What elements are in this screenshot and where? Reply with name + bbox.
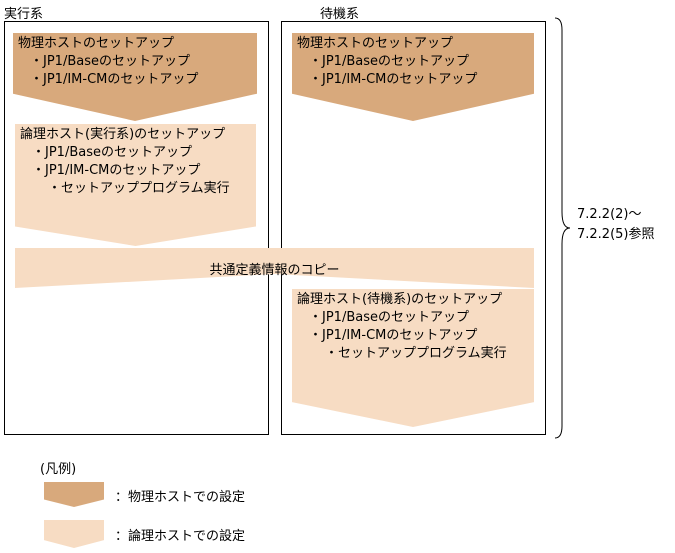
active-logical-title: 論理ホスト(実行系)のセットアップ — [20, 127, 226, 142]
standby-physical-item-imcm: ・JP1/IM-CMのセットアップ — [309, 72, 478, 87]
active-column-title: 実行系 — [4, 7, 44, 22]
legend-logical-swatch — [44, 520, 104, 548]
reference-note: 7.2.2(2)～ 7.2.2(5)参照 — [577, 205, 655, 245]
standby-column-title: 待機系 — [320, 7, 360, 22]
standby-physical-item-base: ・JP1/Baseのセットアップ — [309, 54, 469, 69]
standby-logical-item-imcm: ・JP1/IM-CMのセットアップ — [309, 328, 478, 343]
active-logical-setup-step: 論理ホスト(実行系)のセットアップ ・JP1/Baseのセットアップ ・JP1/… — [15, 124, 256, 246]
legend-physical-swatch — [44, 482, 104, 507]
active-physical-item-base: ・JP1/Baseのセットアップ — [30, 54, 190, 69]
reference-line-1: 7.2.2(2)～ — [577, 207, 642, 222]
legend-logical-label: ：論理ホストでの設定 — [115, 529, 246, 544]
legend-physical-label: ：物理ホストでの設定 — [115, 490, 246, 505]
reference-line-2: 7.2.2(5)参照 — [577, 227, 655, 242]
standby-logical-setup-step: 論理ホスト(待機系)のセットアップ ・JP1/Baseのセットアップ ・JP1/… — [292, 289, 534, 427]
active-logical-subitem-program: ・セットアッププログラム実行 — [48, 181, 230, 196]
standby-logical-subitem-program: ・セットアッププログラム実行 — [325, 346, 507, 361]
legend-title: (凡例) — [40, 462, 77, 477]
active-logical-item-imcm: ・JP1/IM-CMのセットアップ — [32, 163, 201, 178]
active-physical-item-imcm: ・JP1/IM-CMのセットアップ — [30, 72, 199, 87]
standby-logical-title: 論理ホスト(待機系)のセットアップ — [297, 292, 503, 307]
range-brace — [554, 17, 571, 439]
standby-physical-title: 物理ホストのセットアップ — [297, 36, 454, 51]
active-physical-setup-step: 物理ホストのセットアップ ・JP1/Baseのセットアップ ・JP1/IM-CM… — [13, 33, 257, 121]
standby-logical-item-base: ・JP1/Baseのセットアップ — [309, 310, 469, 325]
active-physical-title: 物理ホストのセットアップ — [18, 36, 175, 51]
active-logical-item-base: ・JP1/Baseのセットアップ — [32, 145, 192, 160]
copy-definition-label: 共通定義情報のコピー — [209, 263, 340, 278]
